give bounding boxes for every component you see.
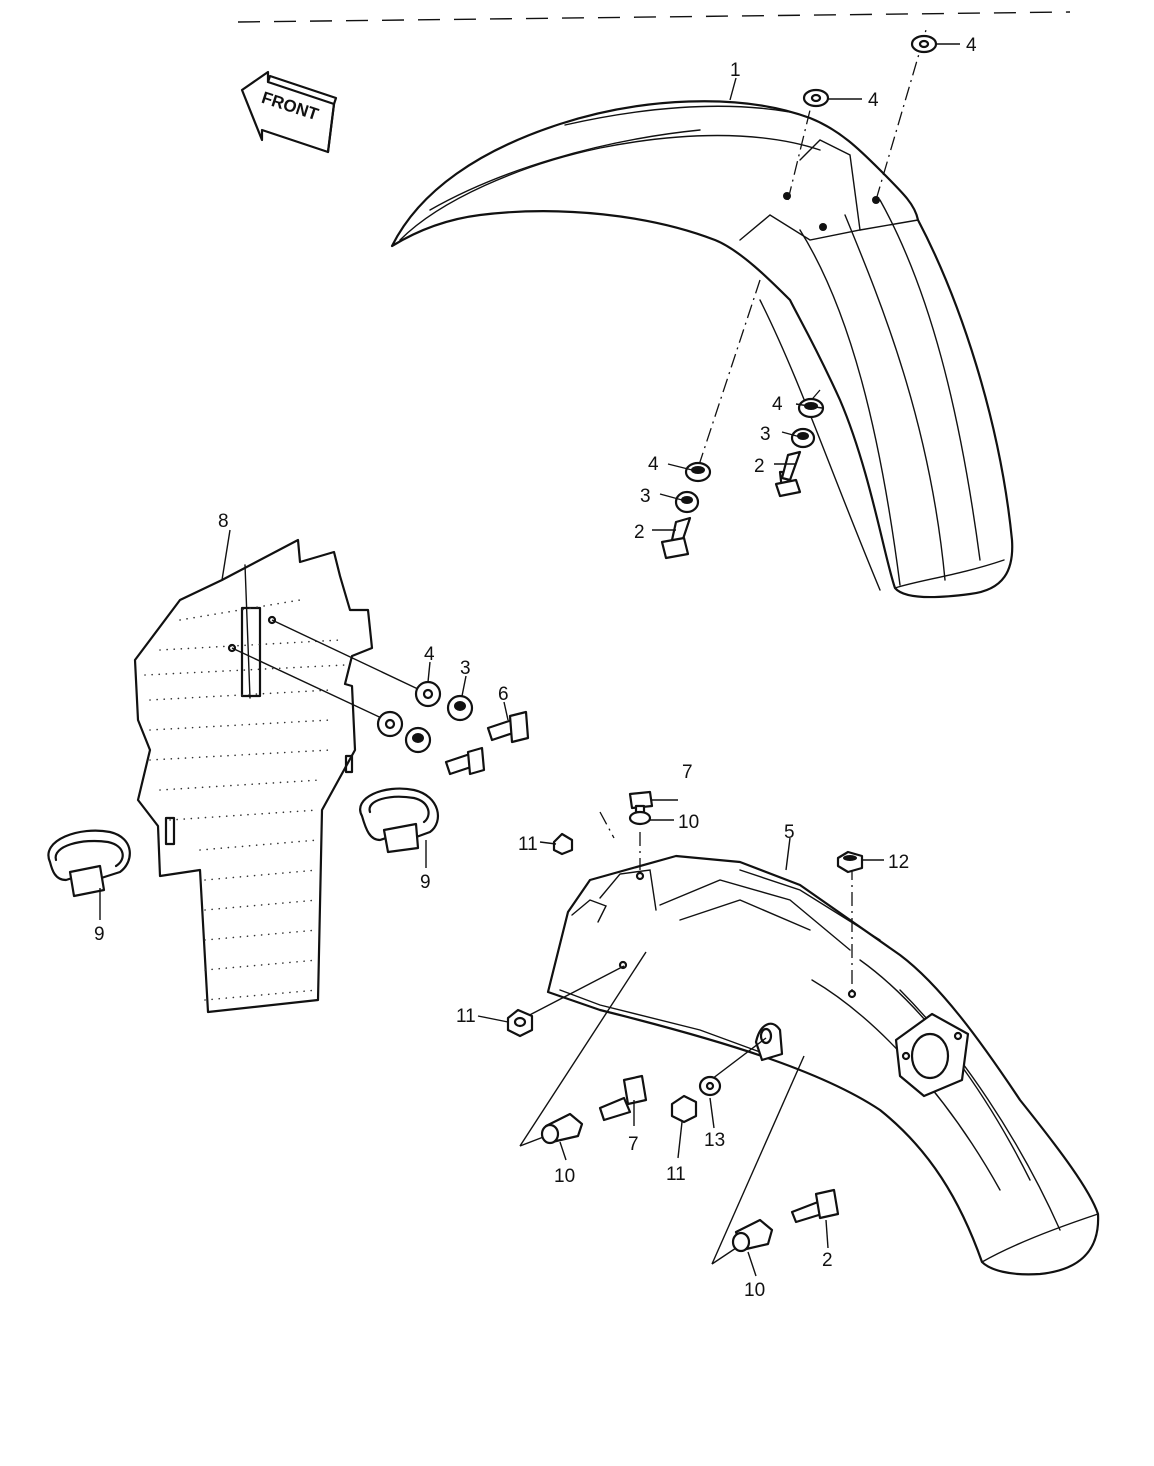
callout-leaders [99, 43, 960, 1277]
mud-flap-hardware [376, 680, 530, 776]
hose-clamp-right [359, 787, 439, 854]
callout-4: 4 [424, 644, 435, 665]
rear-fender-hardware [506, 790, 864, 1253]
callout-12: 12 [888, 852, 909, 873]
callout-4: 4 [648, 454, 659, 475]
callout-7: 7 [682, 762, 693, 783]
callout-11: 11 [456, 1006, 476, 1027]
callout-9: 9 [94, 924, 105, 945]
top-frame-line [237, 11, 1071, 23]
callout-4: 4 [772, 394, 783, 415]
callout-4: 4 [868, 90, 879, 111]
callout-10: 10 [554, 1166, 575, 1187]
callout-3: 3 [760, 424, 771, 445]
callout-9: 9 [420, 872, 431, 893]
callout-1: 1 [730, 60, 741, 81]
front-fender [390, 100, 1014, 599]
front-fender-guide-lines [697, 29, 927, 469]
callout-13: 13 [704, 1130, 725, 1151]
hose-clamp-left [47, 829, 131, 898]
callout-numbers: 1 4 4 4 3 2 4 3 2 8 4 3 6 9 9 7 10 11 5 … [94, 35, 977, 1301]
front-direction-arrow: FRONT [240, 70, 338, 154]
callout-2: 2 [822, 1250, 833, 1271]
callout-5: 5 [784, 822, 795, 843]
callout-6: 6 [498, 684, 509, 705]
callout-3: 3 [460, 658, 471, 679]
callout-11: 11 [666, 1164, 686, 1185]
rear-fender [546, 854, 1100, 1276]
mud-flap [133, 538, 421, 1014]
rear-fender-guide-lines [519, 811, 853, 1265]
callout-10: 10 [744, 1280, 765, 1301]
callout-2: 2 [634, 522, 645, 543]
callout-10: 10 [678, 812, 699, 833]
callout-3: 3 [640, 486, 651, 507]
callout-11: 11 [518, 834, 538, 855]
callout-8: 8 [218, 511, 229, 532]
callout-4: 4 [966, 35, 977, 56]
callout-2: 2 [754, 456, 765, 477]
callout-7: 7 [628, 1134, 639, 1155]
